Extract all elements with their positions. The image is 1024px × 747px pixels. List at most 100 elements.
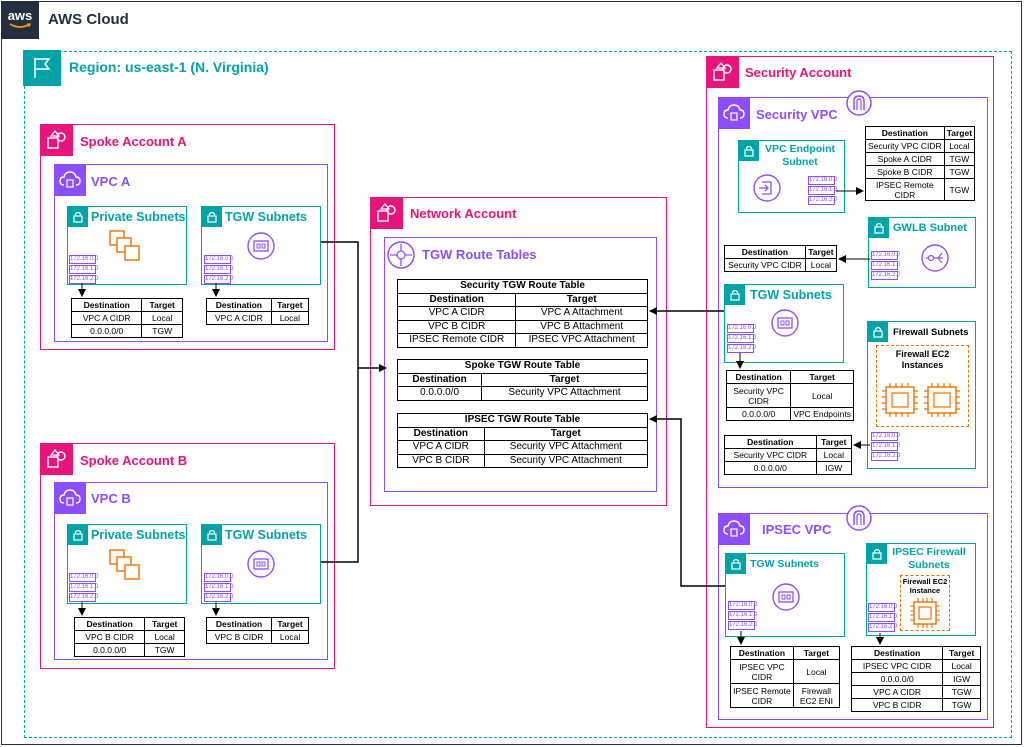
route-table-caption: IPSEC TGW Route Table bbox=[397, 413, 648, 428]
route-destination: IPSEC VPC CIDR bbox=[730, 659, 794, 684]
route-destination: VPC A CIDR bbox=[397, 440, 485, 455]
vpc-endpoint-icon bbox=[753, 174, 781, 202]
subnet-lock-icon bbox=[201, 524, 222, 545]
route-table-header: Destination bbox=[206, 298, 272, 312]
route-target: Local bbox=[942, 659, 981, 673]
aws-smile-icon bbox=[9, 22, 31, 28]
vpc-b bbox=[54, 482, 328, 660]
route-target: Security VPC Attachment bbox=[483, 440, 649, 455]
route-target: TGW bbox=[942, 698, 981, 712]
route-target: Local bbox=[815, 448, 853, 462]
cidr-label: 172.16.2.0 bbox=[69, 275, 99, 284]
route-destination: VPC A CIDR bbox=[850, 685, 944, 699]
route-target: Local bbox=[790, 383, 854, 408]
endpoint-cidr-block: 172.16.0.0 172.16.1.0 172.16.2.0 bbox=[808, 176, 838, 206]
internet-gateway-icon bbox=[846, 90, 872, 116]
account-icon bbox=[40, 124, 73, 156]
route-target: IGW bbox=[942, 672, 981, 686]
cidr-label: 172.16.2.0 bbox=[727, 344, 757, 353]
cidr-label: 172.16.0.0 bbox=[728, 601, 758, 610]
route-destination: VPC B CIDR bbox=[396, 319, 517, 334]
route-target: TGW bbox=[144, 643, 185, 657]
route-table-header: Destination bbox=[397, 426, 485, 441]
route-table-header: Destination bbox=[724, 435, 817, 449]
cidr-label: 172.16.1.0 bbox=[204, 583, 234, 592]
subnet-lock-icon bbox=[868, 217, 889, 238]
route-target: Local bbox=[141, 311, 183, 325]
route-table-header: Target bbox=[943, 126, 976, 140]
route-table-header: Target bbox=[515, 292, 648, 307]
aws-logo: aws bbox=[1, 1, 39, 39]
spoke-b-private-subnets bbox=[67, 524, 187, 604]
route-table-header: Destination bbox=[396, 292, 517, 307]
cidr-label: 172.16.0.0 bbox=[808, 176, 838, 185]
cidr-label: 172.16.1.0 bbox=[69, 265, 99, 274]
cidr-label: 172.16.1.0 bbox=[204, 265, 234, 274]
route-target: Local bbox=[804, 258, 838, 272]
route-destination: Security VPC CIDR bbox=[724, 448, 817, 462]
internet-gateway-icon bbox=[846, 505, 872, 531]
cidr-label: 172.16.0.0 bbox=[868, 603, 898, 612]
route-destination: Spoke A CIDR bbox=[865, 152, 945, 166]
cidr-label: 172.16.0.0 bbox=[69, 255, 99, 264]
ipsec-tgw-subnets-title: TGW Subnets bbox=[750, 558, 819, 570]
security-account bbox=[706, 56, 994, 728]
spoke-account-a-title: Spoke Account A bbox=[80, 134, 187, 149]
vpc-b-title: VPC B bbox=[91, 491, 131, 506]
subnet-lock-icon bbox=[866, 543, 887, 564]
route-target: TGW bbox=[943, 178, 976, 201]
security-tgw-cidr-block: 172.16.0.0 172.16.1.0 172.16.2.0 bbox=[727, 324, 757, 354]
route-table-header: Destination bbox=[725, 370, 792, 384]
route-table-header: Target bbox=[792, 646, 841, 660]
route-table-header: Target bbox=[271, 617, 309, 631]
cidr-label: 172.16.0.0 bbox=[69, 573, 99, 582]
vpc-endpoint-subnet bbox=[738, 140, 845, 213]
firewall-ec2-icon bbox=[882, 383, 960, 417]
ec2-instances-icon bbox=[109, 549, 140, 580]
cidr-label: 172.16.1.0 bbox=[868, 613, 898, 622]
cidr-label: 172.16.2.0 bbox=[204, 593, 234, 602]
route-destination: 0.0.0.0/0 bbox=[850, 672, 944, 686]
ipsec-firewall-ec2-group bbox=[900, 575, 950, 631]
tgw-attachment-icon bbox=[247, 232, 275, 260]
route-destination: VPC A CIDR bbox=[206, 311, 272, 325]
cidr-label: 172.16.2.0 bbox=[868, 623, 898, 632]
vpc-endpoint-subnet-title: VPC Endpoint Subnet bbox=[765, 143, 835, 168]
route-target: Local bbox=[943, 139, 976, 153]
route-target: TGW bbox=[943, 165, 976, 179]
route-destination: Spoke B CIDR bbox=[865, 165, 945, 179]
spoke-a-tgw-subnets-title: TGW Subnets bbox=[225, 210, 307, 224]
route-table-header: Destination bbox=[205, 617, 273, 631]
ipsec-tgw-subnets bbox=[725, 553, 845, 637]
subnet-lock-icon bbox=[738, 140, 759, 161]
spoke-a-private-subnets bbox=[67, 206, 187, 285]
route-target: TGW bbox=[943, 152, 976, 166]
route-table-header: Target bbox=[815, 435, 853, 449]
spoke-a-tgw-subnets bbox=[201, 206, 321, 285]
vpc-a-title: VPC A bbox=[91, 174, 131, 189]
route-target: Local bbox=[271, 630, 309, 644]
firewall-cidr-block: 172.16.0.0 172.16.1.0 172.16.2.0 bbox=[871, 432, 901, 462]
transit-gateway-icon bbox=[387, 241, 415, 269]
gwlb-subnet-title: GWLB Subnet bbox=[893, 222, 967, 234]
cidr-label: 172.16.2.0 bbox=[871, 452, 901, 461]
route-target: TGW bbox=[141, 324, 183, 338]
route-table-header: Target bbox=[144, 617, 185, 631]
security-vpc-title: Security VPC bbox=[756, 107, 838, 122]
security-tgw-subnets bbox=[724, 284, 844, 363]
route-table-header: Target bbox=[483, 426, 649, 441]
spoke-b-private-subnets-title: Private Subnets bbox=[91, 528, 186, 542]
cidr-label: 172.16.1.0 bbox=[871, 261, 901, 270]
gwlb-subnet bbox=[868, 217, 976, 288]
cidr-label: 172.16.1.0 bbox=[871, 442, 901, 451]
route-destination: 0.0.0.0/0 bbox=[70, 324, 143, 338]
